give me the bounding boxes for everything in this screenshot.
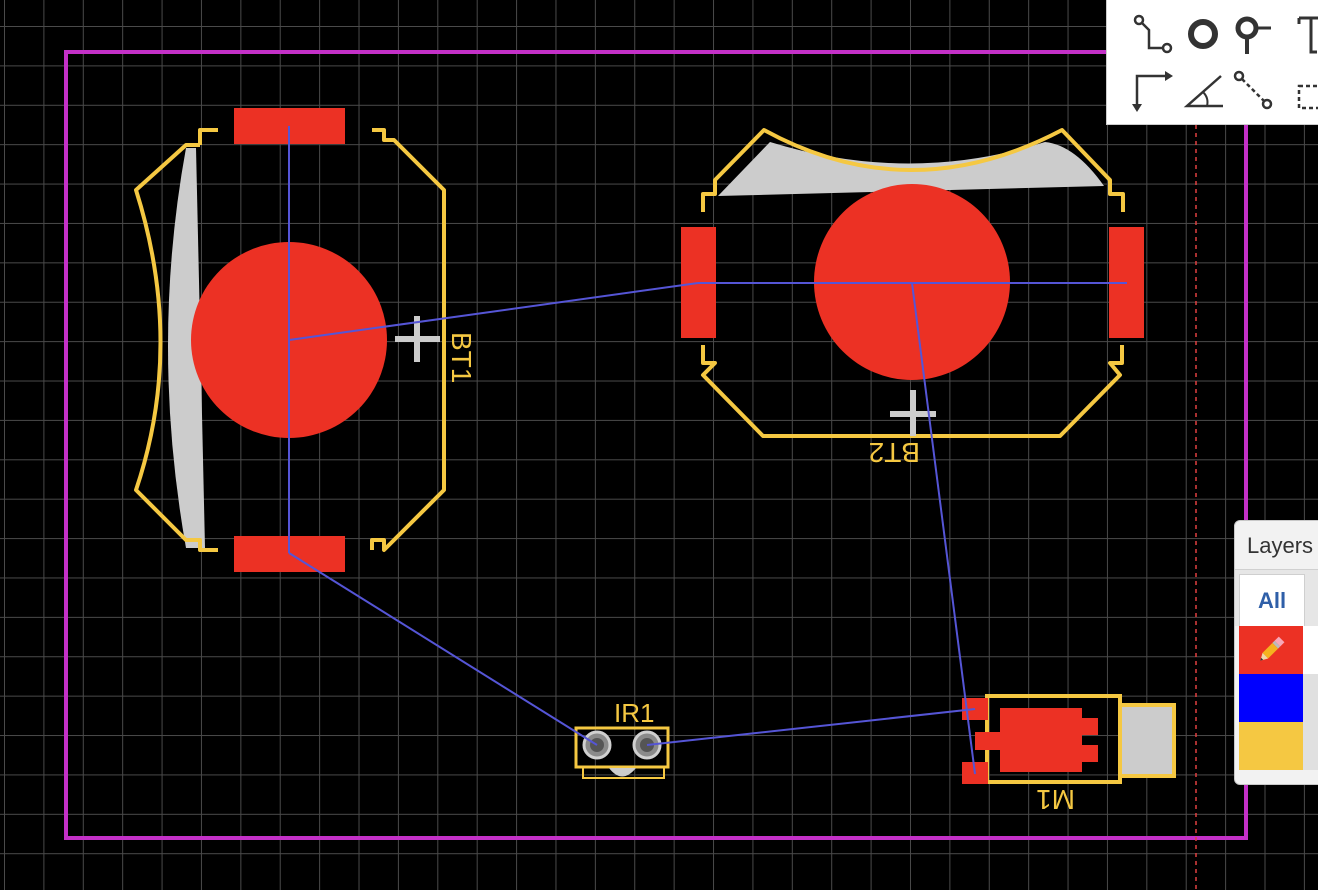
m1-shaft <box>1118 703 1176 778</box>
ratsnest-ir1-m1 <box>646 708 976 746</box>
component-ir1[interactable]: IR1 <box>574 698 670 779</box>
layer-row-top-copper-body[interactable] <box>1303 626 1318 674</box>
bt1-designator[interactable]: BT1 <box>446 332 477 383</box>
m1-pad-body[interactable] <box>975 708 1098 772</box>
ratsnest <box>288 126 1127 775</box>
ratsnest-bt1-bt2 <box>288 282 699 341</box>
probe-tool-icon[interactable] <box>1227 8 1279 60</box>
ir1-silkscreen <box>574 726 670 769</box>
ir1-designator[interactable]: IR1 <box>614 698 654 728</box>
layers-tab-bar: All <box>1235 569 1318 626</box>
via-tool-icon[interactable] <box>1177 8 1229 60</box>
component-bt1[interactable]: BT1 <box>134 108 477 572</box>
tab-all-layers[interactable]: All <box>1239 574 1305 626</box>
component-m1[interactable]: M1 <box>962 694 1176 815</box>
ratsnest-bt2-m1 <box>911 282 976 775</box>
layer-row-silkscreen[interactable] <box>1235 722 1318 770</box>
corner-route-icon[interactable] <box>1127 64 1179 116</box>
layer-swatch-red[interactable] <box>1239 626 1303 674</box>
route-tool-icon[interactable] <box>1127 8 1179 60</box>
layer-row-top-copper[interactable] <box>1235 626 1318 674</box>
bt1-silkscreen <box>134 128 446 552</box>
ir1-lens <box>609 768 636 777</box>
m1-designator[interactable]: M1 <box>1036 784 1075 815</box>
bt2-designator[interactable]: BT2 <box>869 437 920 468</box>
component-bt2[interactable]: BT2 <box>681 128 1144 468</box>
text-tool-icon[interactable] <box>1277 8 1318 60</box>
bt1-keepout <box>168 148 205 548</box>
select-area-icon[interactable] <box>1277 64 1318 116</box>
connect-tool-icon[interactable] <box>1227 64 1279 116</box>
pencil-icon <box>1260 636 1285 661</box>
layer-swatch-yellow[interactable] <box>1239 722 1303 770</box>
layers-panel-title: Layers <box>1247 533 1314 558</box>
angle-tool-icon[interactable] <box>1177 64 1229 116</box>
layer-row-bottom-copper-body[interactable] <box>1303 674 1318 722</box>
ir1-body-bottom <box>582 767 665 779</box>
ratsnest-bt1-ir1 <box>288 552 598 746</box>
tools-toolbar <box>1106 0 1318 125</box>
layers-panel: Layers All <box>1234 520 1318 785</box>
board-outline[interactable] <box>64 50 1248 840</box>
layer-row-silkscreen-body[interactable] <box>1303 722 1318 770</box>
bt1-plus-mark <box>395 316 440 362</box>
layer-swatch-blue[interactable] <box>1239 674 1303 722</box>
layer-row-bottom-copper[interactable] <box>1235 674 1318 722</box>
